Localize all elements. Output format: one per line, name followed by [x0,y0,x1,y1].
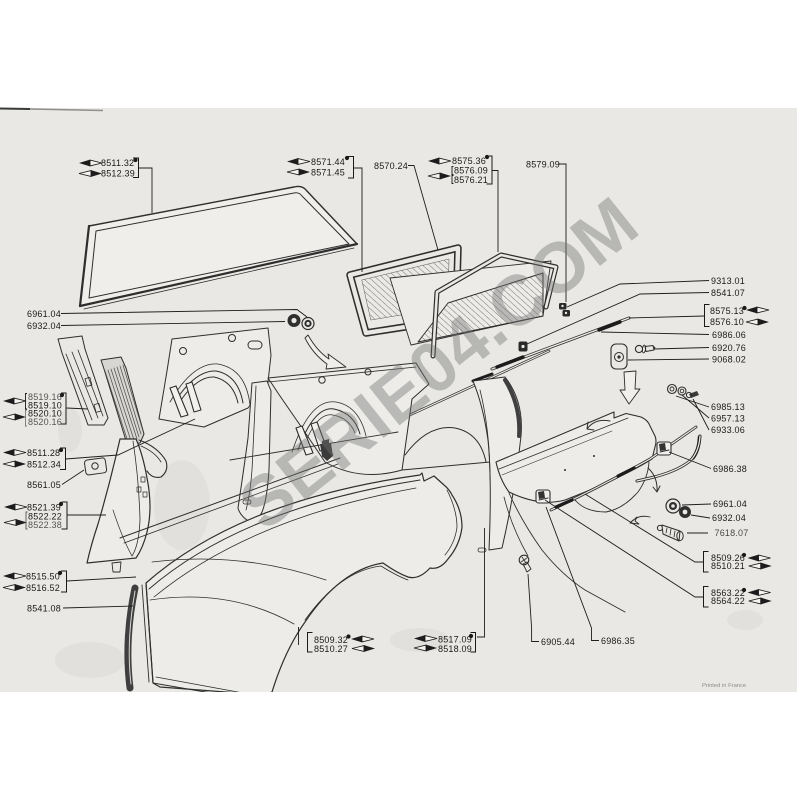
svg-text:8515.50: 8515.50 [26,572,60,582]
svg-text:8561.05: 8561.05 [27,480,61,490]
svg-text:8575.13: 8575.13 [710,306,744,316]
svg-text:6932.04: 6932.04 [712,513,746,523]
svg-text:8541.07: 8541.07 [711,288,745,298]
svg-text:8518.09: 8518.09 [438,644,472,654]
svg-text:6957.13: 6957.13 [711,414,745,424]
svg-text:8511.28: 8511.28 [27,448,60,458]
svg-text:6961.04: 6961.04 [27,309,61,319]
svg-text:8570.24: 8570.24 [374,161,408,171]
svg-text:8576.09: 8576.09 [454,166,488,176]
svg-text:8512.39: 8512.39 [101,169,135,179]
svg-text:6905.44: 6905.44 [541,637,575,647]
svg-text:Printed in France: Printed in France [702,683,746,689]
svg-text:8520.10: 8520.10 [28,409,62,419]
svg-text:8521.39: 8521.39 [27,503,61,513]
svg-text:8541.08: 8541.08 [27,604,61,614]
svg-text:8576.10: 8576.10 [710,317,744,327]
svg-text:8517.09: 8517.09 [438,635,472,645]
svg-text:6933.06: 6933.06 [711,425,745,435]
svg-text:8512.34: 8512.34 [27,460,61,470]
svg-text:8516.52: 8516.52 [26,583,60,593]
svg-text:6986.35: 6986.35 [601,636,635,646]
svg-text:8520.16: 8520.16 [28,417,62,427]
svg-text:9068.02: 9068.02 [712,355,746,365]
svg-text:8571.45: 8571.45 [311,168,345,178]
svg-text:8571.44: 8571.44 [311,157,345,167]
svg-text:8510.27: 8510.27 [314,644,348,654]
svg-text:6985.13: 6985.13 [711,402,745,412]
svg-text:6986.06: 6986.06 [712,330,746,340]
svg-text:6920.76: 6920.76 [712,343,746,353]
svg-text:8563.22: 8563.22 [711,588,745,598]
svg-text:6932.04: 6932.04 [27,321,61,331]
svg-text:8579.09: 8579.09 [526,160,560,170]
svg-text:8519.10: 8519.10 [28,401,62,411]
svg-text:8564.22: 8564.22 [711,596,745,606]
svg-text:8511.32: 8511.32 [101,158,134,168]
svg-text:8509.26: 8509.26 [711,553,745,563]
svg-text:8509.32: 8509.32 [314,635,348,645]
svg-text:6961.04: 6961.04 [713,499,747,509]
svg-text:8522.38: 8522.38 [28,520,62,530]
svg-text:8519.16: 8519.16 [28,392,62,402]
svg-text:8522.22: 8522.22 [28,512,62,522]
svg-text:8575.36: 8575.36 [452,156,486,166]
svg-text:8576.21: 8576.21 [454,175,488,185]
svg-text:6986.38: 6986.38 [713,464,747,474]
svg-text:8510.21: 8510.21 [711,561,745,571]
svg-text:9313.01: 9313.01 [711,276,745,286]
svg-text:7618.07: 7618.07 [715,528,749,538]
